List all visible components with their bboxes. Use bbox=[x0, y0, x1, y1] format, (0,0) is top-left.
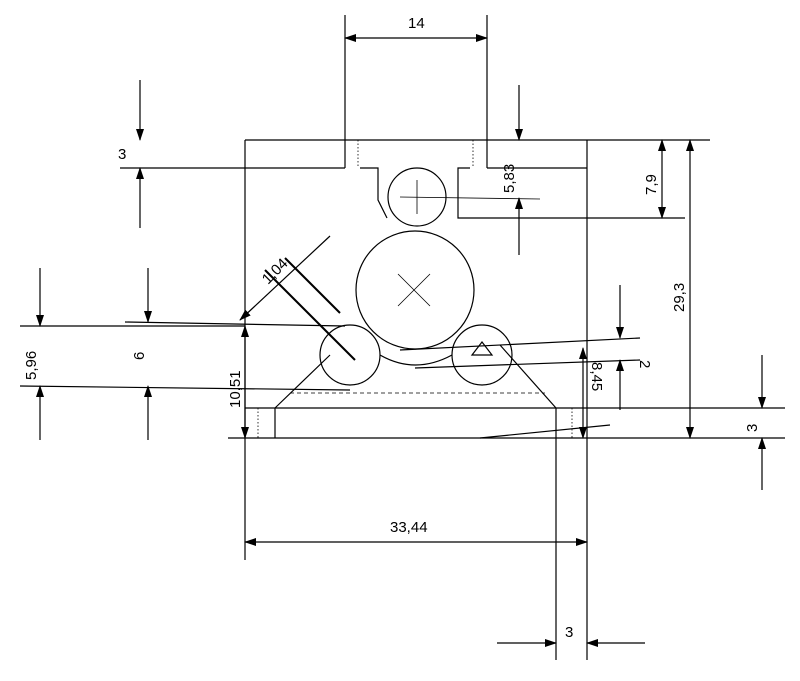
dim-label-7-9: 7,9 bbox=[643, 174, 660, 195]
part-outline bbox=[120, 15, 785, 660]
dim-bottom-3: 3 bbox=[497, 624, 645, 647]
dim-label-3-right: 3 bbox=[744, 424, 761, 432]
dim-33-44: 33,44 bbox=[244, 438, 588, 560]
top-roller bbox=[387, 167, 447, 227]
dim-top-14: 14 bbox=[344, 15, 488, 42]
dim-label-10-51: 10,51 bbox=[227, 370, 244, 408]
dim-29-3: 29,3 bbox=[671, 139, 694, 439]
center-roller bbox=[355, 230, 475, 350]
dim-right-3: 3 bbox=[744, 355, 766, 490]
rollers bbox=[319, 167, 541, 386]
dim-10-51: 10,51 bbox=[227, 325, 249, 439]
dim-left-3: 3 bbox=[118, 80, 144, 228]
dim-label-33-44: 33,44 bbox=[390, 519, 428, 536]
dim-7-9: 7,9 bbox=[643, 139, 666, 219]
dim-label-6: 6 bbox=[131, 352, 148, 360]
dim-6: 6 bbox=[124, 268, 346, 440]
dim-2: 2 bbox=[399, 285, 653, 410]
dim-label-3-top: 3 bbox=[118, 146, 126, 163]
dim-label-14: 14 bbox=[408, 15, 425, 32]
dim-label-3-bottom: 3 bbox=[565, 624, 573, 641]
dim-5-83: 5,83 bbox=[501, 85, 523, 255]
dim-5-96: 5,96 bbox=[19, 268, 351, 440]
dim-label-5-83: 5,83 bbox=[501, 164, 518, 193]
dim-label-5-96: 5,96 bbox=[23, 351, 40, 380]
dim-8-45: 8,45 bbox=[479, 347, 611, 439]
dim-label-29-3: 29,3 bbox=[671, 283, 688, 312]
dim-label-2: 2 bbox=[636, 360, 653, 368]
dim-1-04: 1,04 bbox=[239, 235, 356, 361]
dim-label-8-45: 8,45 bbox=[588, 362, 605, 391]
